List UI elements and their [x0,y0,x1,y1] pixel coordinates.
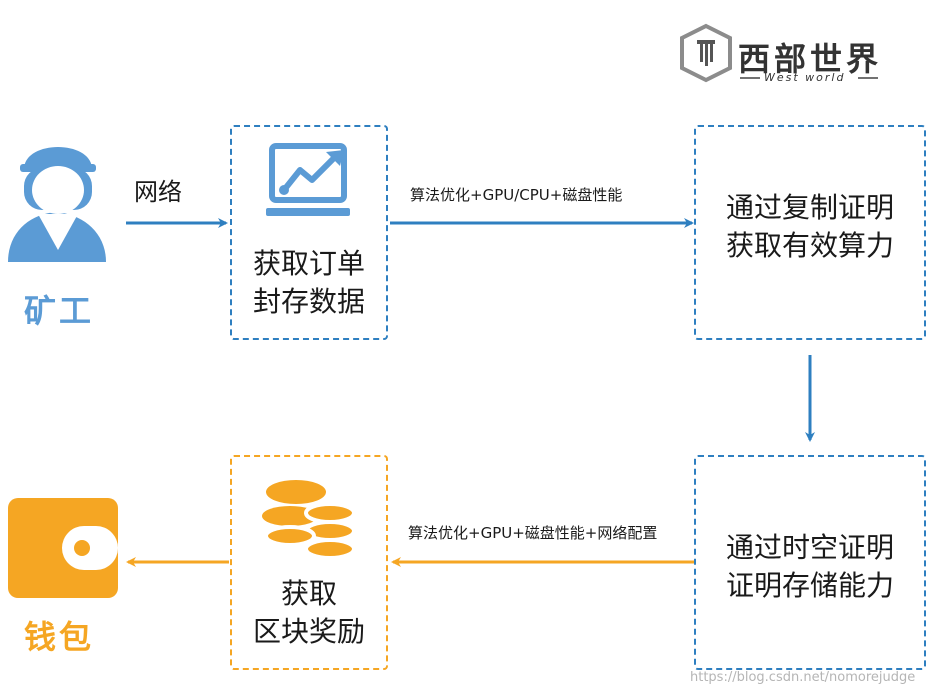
chart-trend-icon [266,143,350,216]
box-replication-proof-line1: 通过复制证明 [725,191,894,224]
box-replication-proof: 通过复制证明 获取有效算力 [694,125,926,340]
box-get-order: 获取订单 封存数据 [230,125,388,340]
logo-title: 西部世界 [738,40,883,78]
miner-label: 矿工 [24,292,95,330]
box-spacetime-proof-line1: 通过时空证明 [725,531,894,564]
network-label: 网络 [134,178,182,206]
coins-icon [262,480,356,560]
edge-label-top: 算法优化+GPU/CPU+磁盘性能 [410,186,623,204]
box-get-order-line1: 获取订单 [252,247,365,280]
box-replication-proof-line2: 获取有效算力 [725,229,894,262]
logo-shield-icon [680,23,732,83]
box-spacetime-proof-line2: 证明存储能力 [725,569,894,602]
wallet-icon [8,498,118,598]
box-block-reward-line2: 区块奖励 [252,615,365,648]
wallet-label: 钱包 [24,618,95,656]
logo-subtitle: West world [764,71,846,84]
watermark-url: https://blog.csdn.net/nomorejudge [690,670,916,685]
box-block-reward: 获取 区块奖励 [230,455,388,670]
box-block-reward-line1: 获取 [280,577,337,610]
edge-label-bottom: 算法优化+GPU+磁盘性能+网络配置 [408,524,658,542]
miner-face [32,166,84,250]
box-get-order-line2: 封存数据 [252,285,365,318]
box-spacetime-proof: 通过时空证明 证明存储能力 [694,455,926,670]
